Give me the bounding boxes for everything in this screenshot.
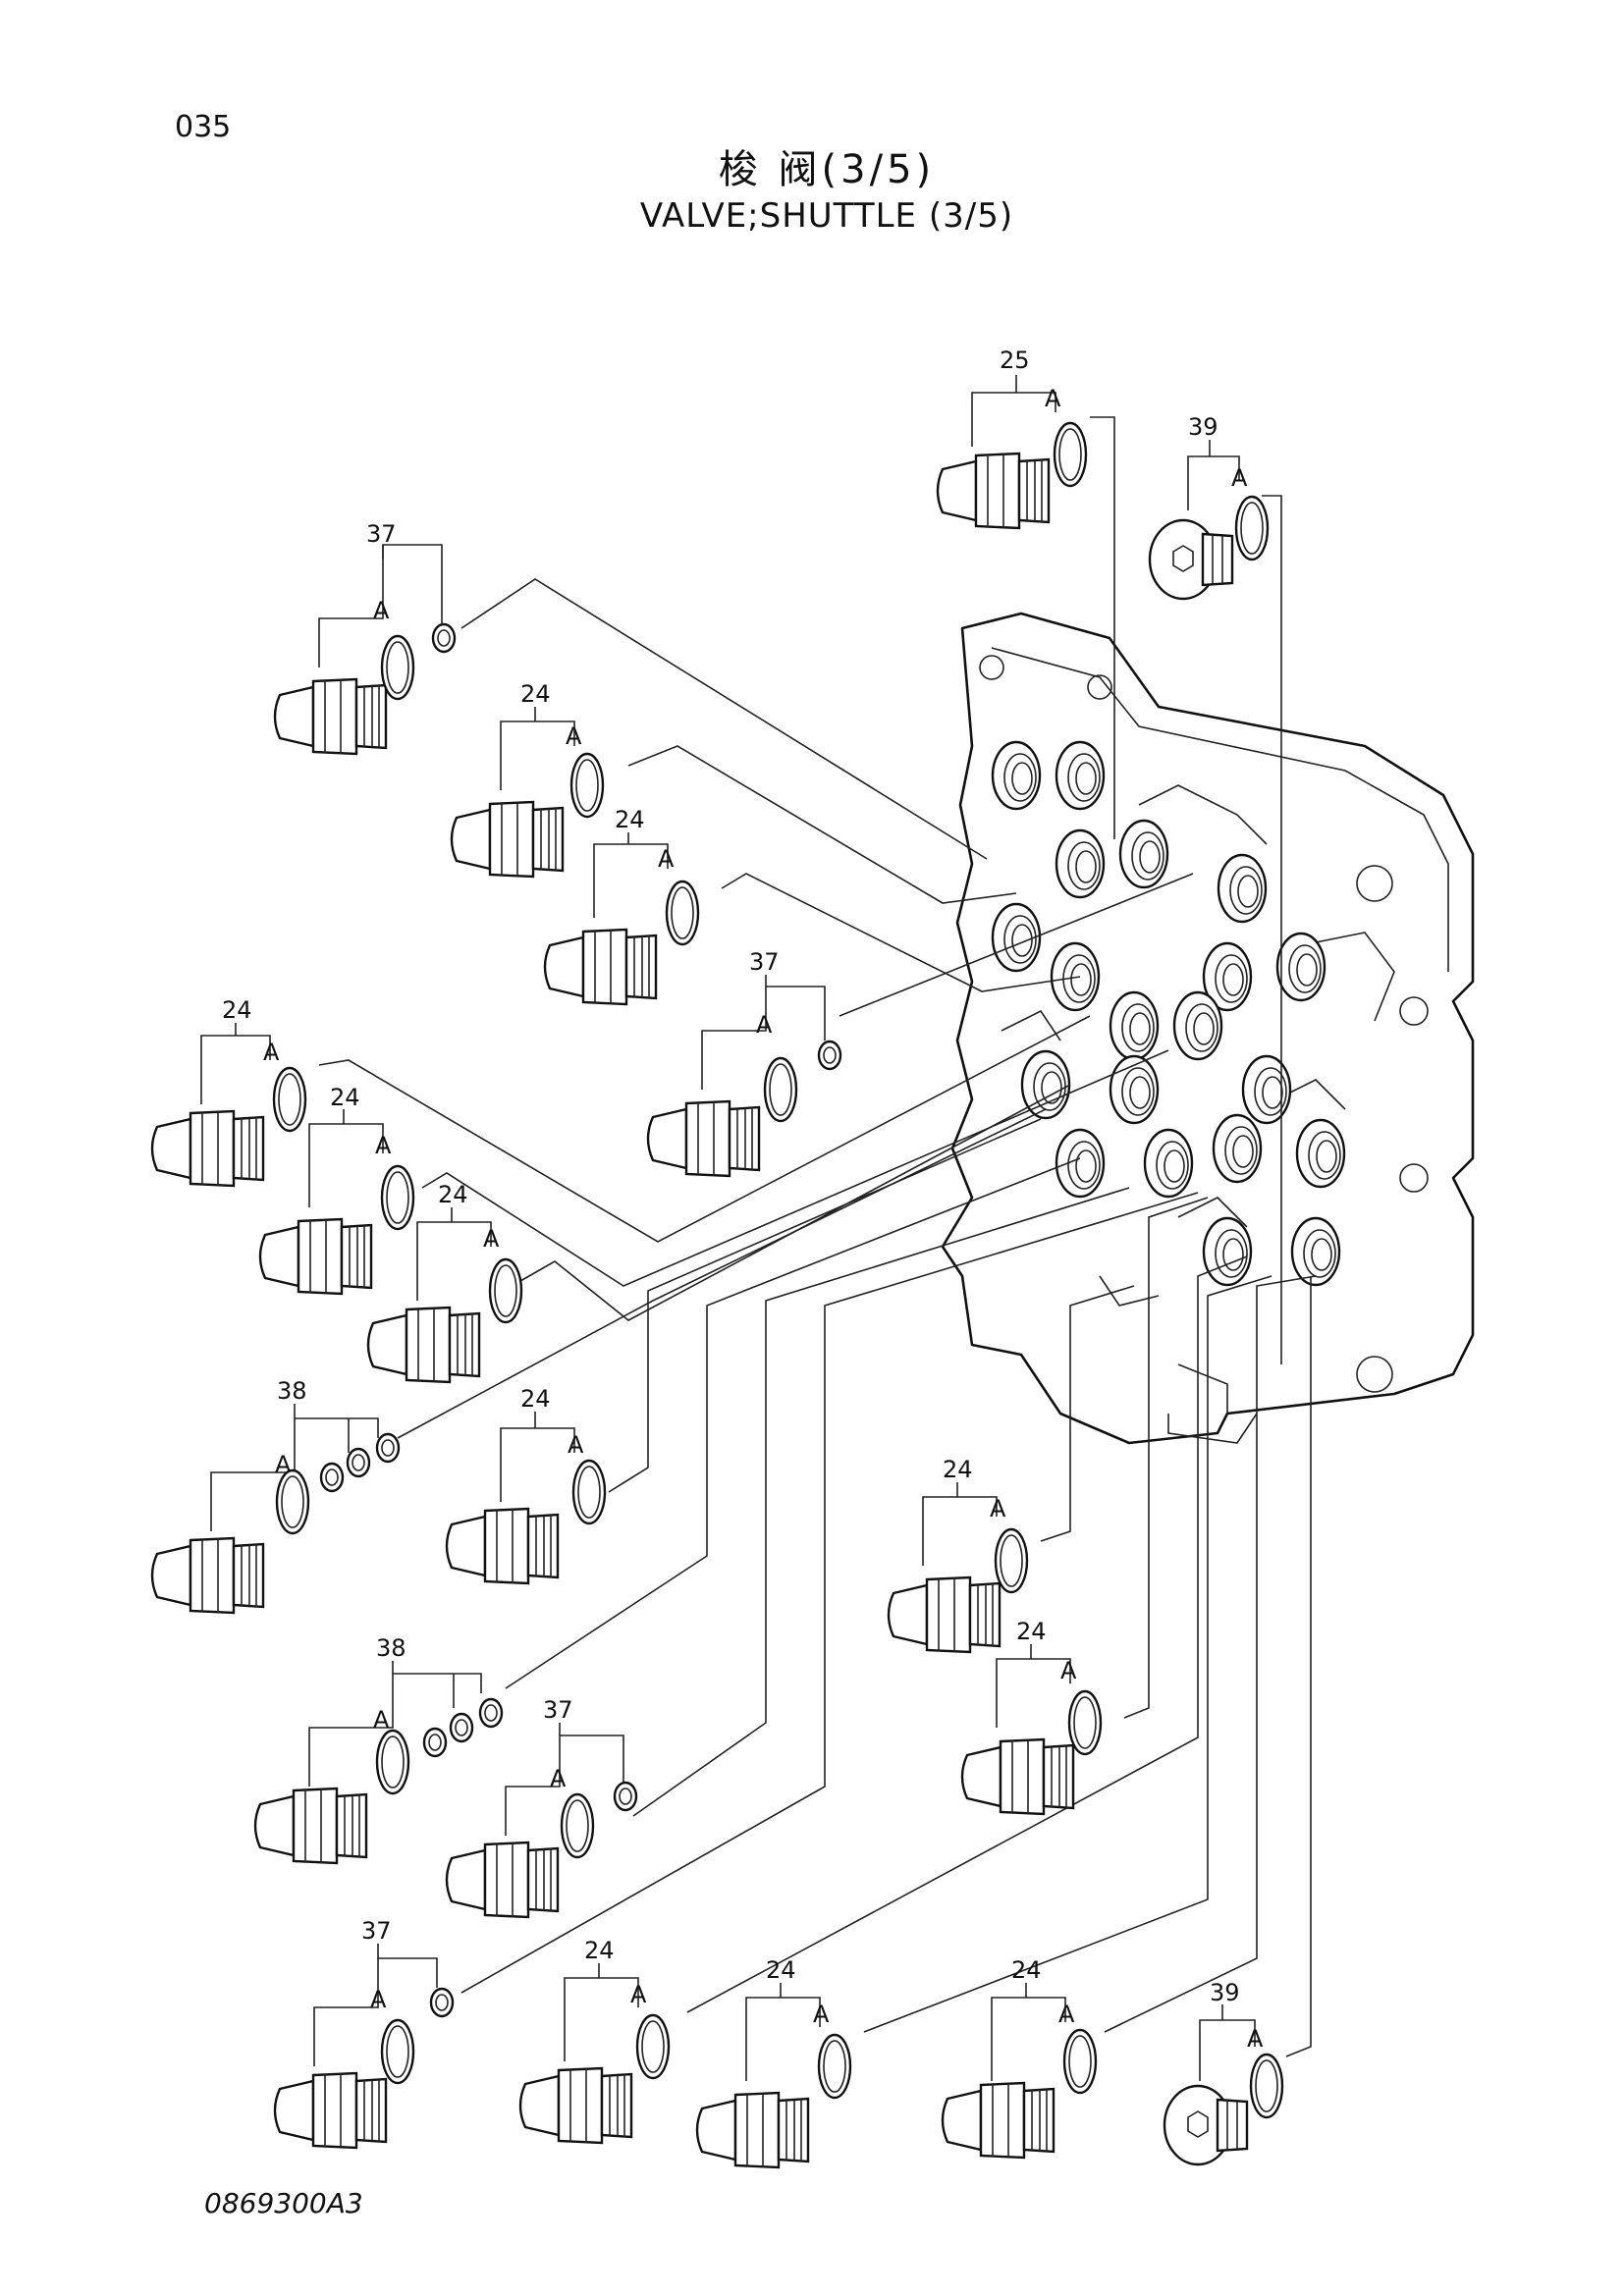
fitting-38-lower: 38 A	[253, 1634, 504, 1865]
callout-a-label: A	[483, 1225, 500, 1253]
callout-a-label: A	[373, 1706, 390, 1734]
callout-number: 24	[1011, 1956, 1042, 1984]
callout-number: 37	[749, 948, 780, 976]
plug-39-top: 39 A	[1148, 413, 1270, 601]
callout-number: 24	[615, 806, 645, 833]
fitting-24-left: 24 A	[150, 996, 307, 1188]
callout-a-label: A	[813, 2001, 830, 2028]
callout-a-label: A	[373, 597, 390, 624]
callout-a-label: A	[1060, 1657, 1077, 1684]
callout-a-label: A	[990, 1495, 1006, 1522]
callout-a-label: A	[375, 1132, 392, 1159]
fitting-37-lower-center: 37 A	[445, 1696, 638, 1919]
callout-number: 24	[520, 1385, 551, 1413]
callout-number: 39	[1210, 1979, 1240, 2006]
fitting-25: 25 A	[936, 347, 1088, 530]
page-number: 035	[175, 110, 232, 144]
callout-number: 24	[584, 1937, 615, 1964]
callout-a-label: A	[658, 845, 675, 873]
callout-a-label: A	[568, 1431, 584, 1459]
callout-number: 25	[1000, 347, 1030, 374]
callout-a-label: A	[263, 1039, 280, 1066]
callout-number: 39	[1188, 413, 1218, 441]
fitting-37-bottom: 37 A	[273, 1917, 455, 2150]
fitting-24-center: 24 A	[445, 1385, 607, 1585]
fitting-38-left: 38 A	[150, 1377, 401, 1615]
fitting-24-row2: 24 A	[450, 680, 605, 879]
fitting-24-right-upper: 24 A	[887, 1456, 1029, 1654]
callout-a-label: A	[630, 1981, 647, 2008]
callout-number: 38	[376, 1634, 406, 1662]
callout-a-label: A	[550, 1765, 567, 1792]
callout-number: 24	[1016, 1618, 1047, 1645]
callout-a-label: A	[370, 1986, 387, 2013]
callout-number: 24	[222, 996, 252, 1024]
fitting-37-middle: 37 A	[646, 948, 842, 1178]
fitting-24-bottom2: 24 A	[695, 1956, 852, 2169]
fitting-37-upper-left: 37 A	[273, 520, 457, 756]
fitting-24-bottom3: 24 A	[941, 1956, 1098, 2160]
fitting-24-row3: 24 A	[543, 806, 700, 1006]
callout-number: 24	[438, 1181, 468, 1208]
callout-number: 37	[543, 1696, 573, 1724]
title-english: VALVE;SHUTTLE (3/5)	[639, 196, 1014, 236]
drawing-number: 0869300A3	[204, 2187, 363, 2219]
title-chinese: 梭 阀(3/5)	[718, 147, 936, 192]
callout-number: 24	[330, 1084, 360, 1111]
valve-body	[941, 612, 1475, 1445]
callout-number: 24	[766, 1956, 796, 1984]
plug-39-bottom: 39 A	[1163, 1979, 1284, 2166]
leader-lines	[318, 416, 1317, 2057]
fitting-24-left2: 24 A	[258, 1084, 415, 1296]
callout-number: 24	[943, 1456, 973, 1483]
callout-a-label: A	[1231, 464, 1248, 492]
callout-a-label: A	[1058, 2001, 1075, 2028]
callout-a-label: A	[756, 1011, 773, 1039]
callout-a-label: A	[566, 722, 582, 750]
callout-number: 37	[361, 1917, 392, 1945]
fitting-24-right-lower: 24 A	[960, 1618, 1103, 1816]
callout-number: 24	[520, 680, 551, 708]
fitting-24-left3: 24 A	[366, 1181, 523, 1384]
callout-a-label: A	[1045, 385, 1061, 412]
fitting-24-bottom1: 24 A	[518, 1937, 671, 2145]
callout-a-label: A	[1247, 2025, 1264, 2053]
callout-number: 37	[366, 520, 397, 548]
callout-number: 38	[277, 1377, 307, 1405]
